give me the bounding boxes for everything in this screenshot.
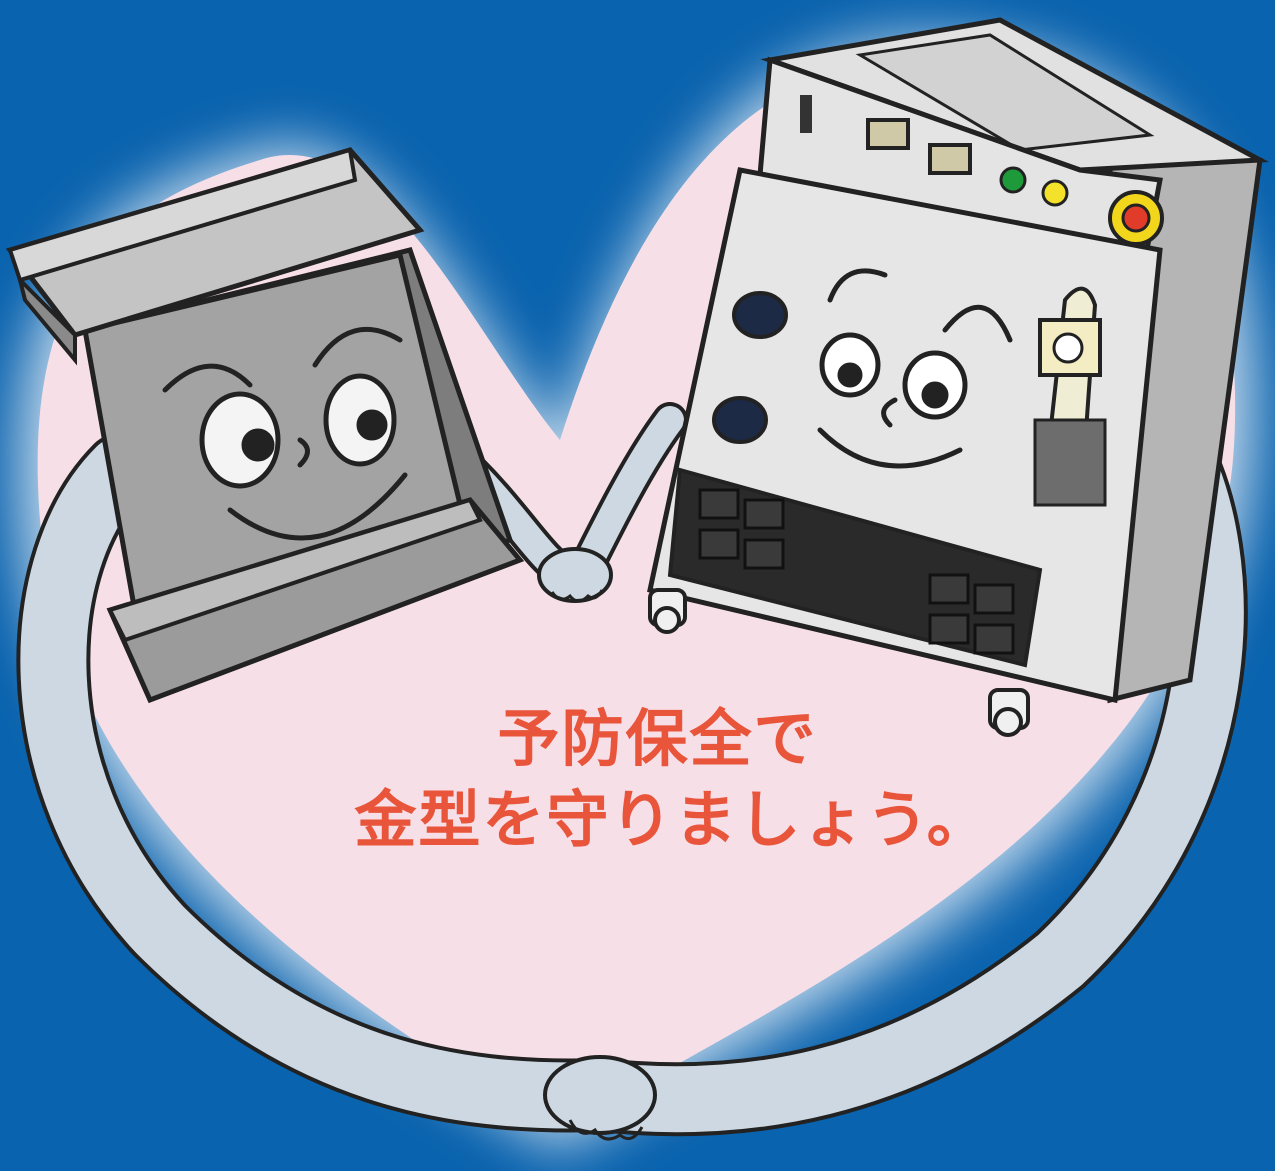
knob-1-icon [732,291,788,339]
indicator-lamp-icon [999,166,1027,194]
meter-1-icon [866,118,910,150]
tray-slots [698,488,1015,655]
yellow-lamp-icon [1041,179,1069,207]
machine-face [817,268,1013,469]
nozzle-icon [1038,286,1102,455]
wheel-icons [648,588,1030,737]
switch-icon [800,95,812,133]
knob-2-icon [712,396,768,444]
slogan-text: 予防保全で 金型を守りましょう。 [0,700,1275,862]
slogan-line-2: 金型を守りましょう。 [354,783,991,856]
top-handshake-icon [537,547,613,603]
bottom-handshake-icon [543,1055,657,1141]
slogan-line-1: 予防保全で [497,702,818,775]
panel-plate [1033,418,1107,507]
die-face [162,326,408,541]
heart-arms [16,403,1248,1137]
die-mold-character [5,147,525,704]
meter-2-icon [928,143,972,175]
control-machine-character [647,17,1269,737]
